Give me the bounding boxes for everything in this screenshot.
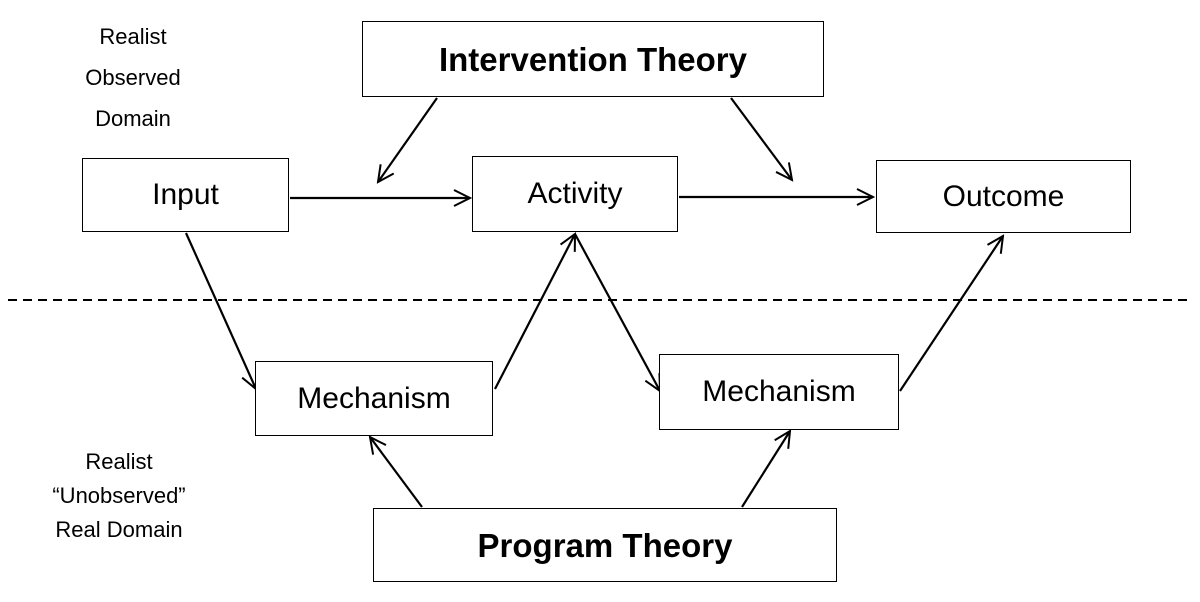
mechanism-left-box: Mechanism bbox=[255, 361, 493, 436]
mechanism-left-label: Mechanism bbox=[297, 381, 451, 415]
outcome-label: Outcome bbox=[942, 179, 1065, 213]
arrow-program-to-mechanism-right bbox=[741, 431, 790, 508]
activity-label: Activity bbox=[527, 177, 623, 210]
unobserved-domain-label: Realist “Unobserved” Real Domain bbox=[34, 445, 204, 547]
intervention-theory-label: Intervention Theory bbox=[438, 40, 748, 78]
unobserved-domain-line-2: “Unobserved” bbox=[52, 483, 186, 508]
arrow-input-to-mechanism-left bbox=[184, 232, 256, 389]
arrow-mechanism-left-to-activity bbox=[494, 234, 575, 390]
activity-box: Activity bbox=[472, 156, 678, 232]
arrow-activity-to-mechanism-right bbox=[574, 233, 660, 391]
program-theory-label: Program Theory bbox=[477, 526, 733, 564]
observed-domain-line-2: Observed bbox=[85, 65, 181, 90]
observed-domain-label: Realist Observed Domain bbox=[58, 16, 208, 139]
mechanism-right-label: Mechanism bbox=[702, 375, 856, 408]
input-box: Input bbox=[82, 158, 289, 232]
input-label: Input bbox=[152, 178, 219, 211]
intervention-theory-box: Intervention Theory bbox=[362, 21, 824, 97]
outcome-box: Outcome bbox=[876, 160, 1131, 233]
observed-domain-line-1: Realist bbox=[99, 24, 167, 49]
arrow-program-to-mechanism-left bbox=[370, 437, 423, 508]
observed-domain-line-3: Domain bbox=[95, 106, 171, 131]
program-theory-box: Program Theory bbox=[373, 508, 837, 582]
arrow-mechanism-right-to-outcome bbox=[899, 236, 1003, 392]
unobserved-domain-line-1: Realist bbox=[85, 449, 153, 474]
arrow-intervention-to-left bbox=[378, 97, 438, 182]
arrow-intervention-to-right bbox=[730, 97, 792, 180]
unobserved-domain-line-3: Real Domain bbox=[55, 517, 183, 542]
mechanism-right-box: Mechanism bbox=[659, 354, 899, 430]
